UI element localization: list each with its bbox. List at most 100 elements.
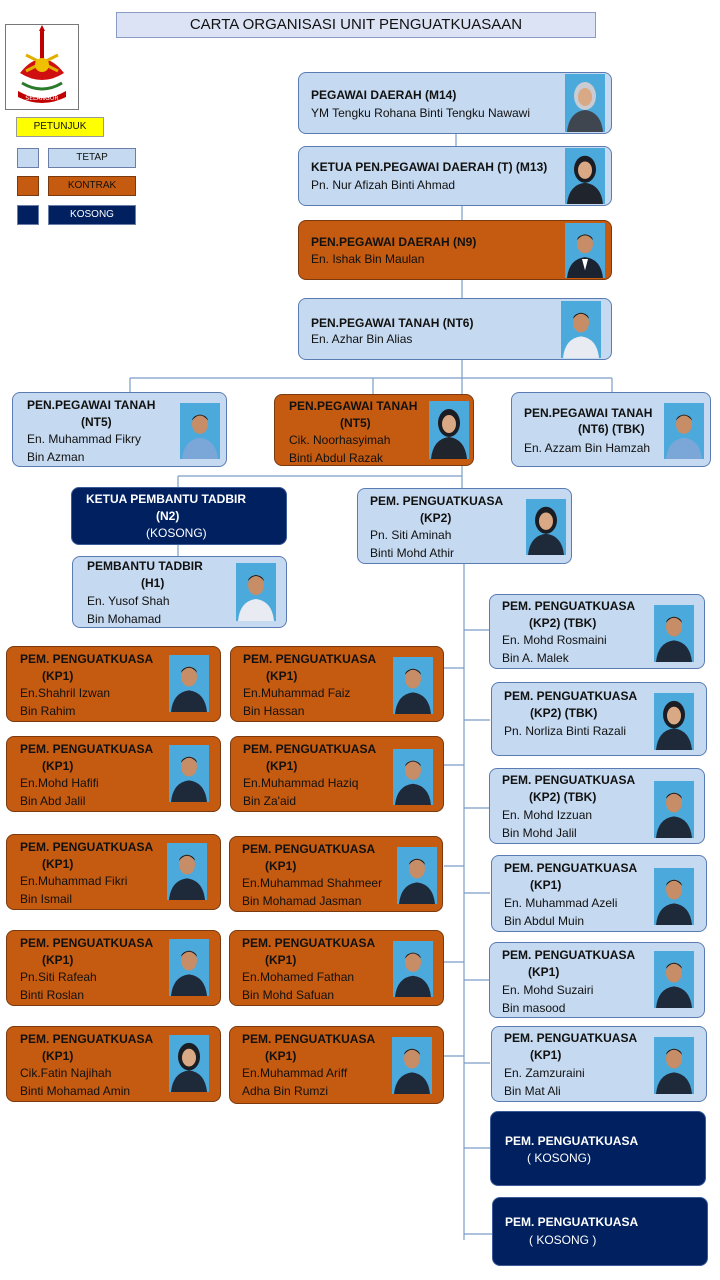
staff-card-kp1-left-4: PEM. PENGUATKUASA (KP1) Pn.Siti Rafeah B… xyxy=(6,930,221,1006)
staff-name: En.Muhammad Fikri xyxy=(20,874,128,888)
staff-grade: (KP2) (TBK) xyxy=(530,706,598,720)
staff-grade: (KP1) xyxy=(266,669,298,683)
staff-card-kosong-2: PEM. PENGUATKUASA ( KOSONG ) xyxy=(492,1197,708,1266)
staff-name-line2: Bin Mat Ali xyxy=(504,1084,561,1098)
staff-title: PEM. PENGUATKUASA xyxy=(505,1215,639,1229)
portrait-icon xyxy=(169,854,205,900)
legend-label-kosong: KOSONG xyxy=(48,205,136,225)
staff-photo xyxy=(565,223,605,278)
staff-photo xyxy=(393,657,433,714)
staff-card-kp1-mid-2: PEM. PENGUATKUASA (KP1) En.Muhammad Hazi… xyxy=(230,736,444,812)
staff-photo xyxy=(654,1037,694,1094)
staff-name: En.Mohd Hafifi xyxy=(20,776,99,790)
staff-title: PEM. PENGUATKUASA xyxy=(504,689,638,703)
staff-name: Pn.Siti Rafeah xyxy=(20,970,97,984)
staff-card-nt5a: PEN.PEGAWAI TANAH (NT5) En. Muhammad Fik… xyxy=(12,392,227,467)
staff-status: ( KOSONG) xyxy=(527,1151,592,1165)
staff-name: En.Muhammad Ariff xyxy=(242,1066,348,1080)
staff-photo xyxy=(392,1037,432,1094)
staff-grade: (KP1) xyxy=(265,859,297,873)
staff-title: PEMBANTU TADBIR xyxy=(87,559,203,573)
staff-card-kp1-mid-4: PEM. PENGUATKUASA (KP1) En.Mohamed Fatha… xyxy=(229,930,444,1006)
staff-title: PEN.PEGAWAI TANAH xyxy=(289,399,418,413)
staff-name: En.Muhammad Faiz xyxy=(243,686,351,700)
staff-grade: (KP1) xyxy=(42,1049,74,1063)
staff-grade: (NT5) xyxy=(340,416,371,430)
staff-photo xyxy=(393,749,433,805)
staff-card-kp1-left-2: PEM. PENGUATKUASA (KP1) En.Mohd Hafifi B… xyxy=(6,736,221,812)
staff-photo xyxy=(236,563,276,621)
staff-title: PEM. PENGUATKUASA xyxy=(243,742,377,756)
staff-name: En. Azzam Bin Hamzah xyxy=(524,441,651,455)
staff-card-nt6: PEN.PEGAWAI TANAH (NT6) En. Azhar Bin Al… xyxy=(298,298,612,360)
staff-title: PEM. PENGUATKUASA xyxy=(20,742,154,756)
staff-title: PEM. PENGUATKUASA xyxy=(20,1032,154,1046)
staff-card-kp1-right-3: PEM. PENGUATKUASA (KP1) En. Zamzuraini B… xyxy=(491,1026,707,1102)
staff-photo xyxy=(167,843,207,900)
staff-grade: (KP2) (TBK) xyxy=(529,616,597,630)
staff-photo xyxy=(526,499,566,555)
staff-grade: (KP1) xyxy=(42,953,74,967)
staff-grade: (H1) xyxy=(141,576,165,590)
portrait-icon xyxy=(395,952,431,997)
staff-name-line2: Bin Rahim xyxy=(20,704,76,718)
staff-photo xyxy=(169,655,209,712)
staff-grade: (KP2) xyxy=(420,511,452,525)
staff-title: PEM. PENGUATKUASA xyxy=(504,861,638,875)
staff-title: PEN.PEGAWAI TANAH xyxy=(524,406,653,420)
staff-title: PEM. PENGUATKUASA xyxy=(502,773,636,787)
portrait-icon xyxy=(656,792,692,838)
staff-card-kp1-right-1: PEM. PENGUATKUASA (KP1) En. Muhammad Aze… xyxy=(491,855,707,932)
staff-name-line2: Bin Mohd Jalil xyxy=(502,826,577,840)
staff-name: YM Tengku Rohana Binti Tengku Nawawi xyxy=(311,106,531,120)
staff-name-line2: Binti Roslan xyxy=(20,988,85,1002)
staff-grade: (N2) xyxy=(156,509,180,523)
staff-status: ( KOSONG ) xyxy=(529,1233,597,1247)
staff-name: En. Mohd Suzairi xyxy=(502,983,594,997)
staff-title: PEM. PENGUATKUASA xyxy=(502,948,636,962)
staff-status: (KOSONG) xyxy=(146,526,207,540)
staff-name: En. Mohd Rosmaini xyxy=(502,633,607,647)
staff-name-line2: Bin Za'aid xyxy=(243,794,296,808)
staff-grade: (KP2) (TBK) xyxy=(529,790,597,804)
staff-grade: (KP1) xyxy=(265,953,297,967)
staff-title: PEM. PENGUATKUASA xyxy=(242,842,376,856)
staff-photo xyxy=(397,847,437,904)
staff-card-kp1-right-2: PEM. PENGUATKUASA (KP1) En. Mohd Suzairi… xyxy=(489,942,705,1018)
staff-name: En.Mohamed Fathan xyxy=(242,970,355,984)
staff-photo xyxy=(169,939,209,996)
staff-photo xyxy=(654,693,694,750)
staff-name-line2: Bin Mohamad Jasman xyxy=(242,894,362,908)
staff-name-line2: Adha Bin Rumzi xyxy=(242,1084,329,1098)
staff-title: PEGAWAI DAERAH (M14) xyxy=(311,88,457,102)
staff-photo xyxy=(654,868,694,925)
staff-name: Pn. Norliza Binti Razali xyxy=(504,724,627,738)
portrait-icon xyxy=(666,414,702,459)
staff-card-kp2-tbk-2: PEM. PENGUATKUASA (KP2) (TBK) Pn. Norliz… xyxy=(491,682,707,756)
staff-grade: (KP1) xyxy=(530,878,562,892)
staff-card-n2: KETUA PEMBANTU TADBIR (N2) (KOSONG) xyxy=(71,487,287,545)
portrait-icon xyxy=(171,1042,207,1092)
staff-photo xyxy=(565,74,605,132)
staff-photo xyxy=(180,403,220,459)
staff-title: PEM. PENGUATKUASA xyxy=(505,1134,639,1148)
legend-title: PETUNJUK xyxy=(16,117,104,137)
staff-name-line2: Bin Abd Jalil xyxy=(20,794,86,808)
staff-card-kp2-tbk-3: PEM. PENGUATKUASA (KP2) (TBK) En. Mohd I… xyxy=(489,768,705,844)
staff-photo xyxy=(664,403,704,459)
portrait-icon xyxy=(567,155,603,204)
staff-card-kp1-mid-1: PEM. PENGUATKUASA (KP1) En.Muhammad Faiz… xyxy=(230,646,444,722)
staff-name: En. Zamzuraini xyxy=(504,1066,585,1080)
portrait-icon xyxy=(567,234,603,278)
portrait-icon xyxy=(395,668,431,714)
staff-title: PEM. PENGUATKUASA xyxy=(504,1031,638,1045)
staff-name: En. Muhammad Fikry xyxy=(27,432,142,446)
staff-card-h1: PEMBANTU TADBIR (H1) En. Yusof Shah Bin … xyxy=(72,556,287,628)
staff-title: KETUA PEN.PEGAWAI DAERAH (T) (M13) xyxy=(311,160,548,174)
staff-photo xyxy=(561,301,601,358)
legend-swatch-kontrak xyxy=(17,176,39,196)
staff-card-m14: PEGAWAI DAERAH (M14) YM Tengku Rohana Bi… xyxy=(298,72,612,134)
staff-grade: (KP1) xyxy=(265,1049,297,1063)
portrait-icon xyxy=(238,575,274,621)
legend-label-kontrak: KONTRAK xyxy=(48,176,136,196)
